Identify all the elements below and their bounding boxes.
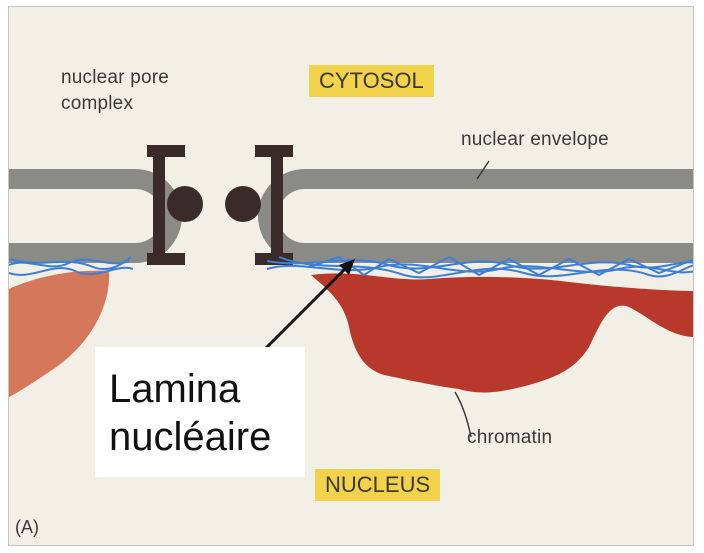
cytosol-tag: CYTOSOL <box>309 65 434 97</box>
figure-panel: nuclear pore complex CYTOSOL nuclear env… <box>8 6 694 546</box>
chromatin-label: chromatin <box>467 427 552 449</box>
pore-complex-left <box>147 145 203 265</box>
nuclear-pore-complex-label: nuclear pore complex <box>61 65 169 117</box>
lamina-label-box: Lamina nucléaire <box>95 347 305 477</box>
nuclear-envelope-left <box>9 179 172 253</box>
lamina-nucleaire-label: Lamina nucléaire <box>109 365 271 461</box>
nuclear-envelope-right <box>268 179 694 253</box>
pore-complex-right <box>225 145 293 265</box>
panel-label: (A) <box>15 517 39 538</box>
chromatin-region <box>311 273 694 392</box>
lamina-pointer-line <box>265 265 349 349</box>
nucleus-tag: NUCLEUS <box>315 469 440 501</box>
nuclear-envelope-label: nuclear envelope <box>461 129 609 151</box>
